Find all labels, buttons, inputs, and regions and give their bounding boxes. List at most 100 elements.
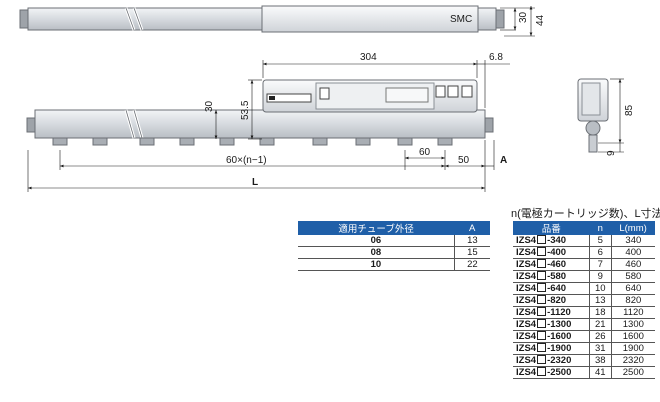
panel-indicator — [385, 87, 429, 103]
cartridge-count: 5 — [589, 235, 612, 247]
placeholder-box — [537, 319, 547, 328]
top-dims — [500, 6, 535, 37]
cartridge-count: 21 — [589, 318, 612, 331]
dim-A: A — [500, 155, 507, 166]
length-table-header-l: L(mm) — [611, 221, 655, 235]
part-number: IZS4-1600 — [513, 330, 590, 343]
length-value: 1300 — [611, 318, 655, 331]
part-number: IZS4-640 — [513, 282, 590, 295]
cartridge-count: 13 — [589, 294, 612, 307]
length-value: 460 — [611, 258, 655, 271]
tube-a: 15 — [454, 246, 490, 259]
length-value: 1900 — [611, 342, 655, 355]
length-value: 2320 — [611, 354, 655, 367]
connector-3 — [461, 85, 473, 98]
placeholder-box — [537, 367, 547, 376]
tube-diameter: 08 — [298, 246, 455, 259]
part-number: IZS4-820 — [513, 294, 590, 307]
placeholder-box — [537, 295, 547, 304]
dim-pitch-formula: 60×(n−1) — [226, 155, 267, 166]
length-value: 340 — [611, 235, 655, 247]
tube-a: 22 — [454, 258, 490, 271]
length-table-title: n(電極カートリッジ数)、L寸法 — [511, 208, 660, 220]
placeholder-box — [537, 283, 547, 292]
front-bar — [34, 109, 486, 139]
dim-85: 85 — [624, 104, 635, 116]
dim-L: L — [252, 177, 258, 188]
top-controller — [261, 5, 479, 33]
dim-60: 60 — [419, 147, 431, 158]
electrode-cartridge — [312, 137, 328, 146]
side-view — [577, 78, 609, 153]
electrode-cartridge — [179, 137, 195, 146]
connector-1 — [435, 85, 446, 98]
length-table-header-n: n — [589, 221, 612, 235]
length-value: 580 — [611, 270, 655, 283]
cartridge-count: 31 — [589, 342, 612, 355]
tube-diameter: 10 — [298, 258, 455, 271]
placeholder-box — [537, 331, 547, 340]
electrode-cartridge — [52, 137, 68, 146]
electrode-cartridge — [92, 137, 108, 146]
side-dims — [598, 78, 624, 153]
front-end-cap-left — [26, 117, 36, 133]
dim-53-5: 53.5 — [240, 100, 251, 120]
cartridge-count: 26 — [589, 330, 612, 343]
electrode-cartridge — [355, 137, 371, 146]
part-number: IZS4-340 — [513, 235, 590, 247]
placeholder-box — [537, 343, 547, 352]
top-logo: SMC — [450, 14, 472, 25]
electrode-cartridge — [397, 137, 413, 146]
top-view: SMC — [19, 5, 505, 33]
length-table-header-part: 品番 — [513, 221, 590, 235]
placeholder-box — [537, 271, 547, 280]
placeholder-box — [537, 355, 547, 364]
panel-button — [319, 87, 330, 100]
cartridge-count: 6 — [589, 246, 612, 259]
tube-table-header-diameter: 適用チューブ外径 — [298, 221, 455, 235]
electrode-cartridge — [259, 137, 275, 146]
part-number: IZS4-1120 — [513, 306, 590, 319]
dim-304: 304 — [360, 52, 377, 63]
length-value: 1600 — [611, 330, 655, 343]
dim-top-30: 30 — [518, 11, 529, 23]
cartridge-count: 18 — [589, 306, 612, 319]
connector-2 — [447, 85, 459, 98]
front-dims — [27, 60, 510, 192]
length-value: 400 — [611, 246, 655, 259]
electrode-cartridges — [52, 137, 453, 146]
dim-50: 50 — [458, 155, 470, 166]
part-number: IZS4-460 — [513, 258, 590, 271]
part-number: IZS4-2320 — [513, 354, 590, 367]
cartridge-count: 7 — [589, 258, 612, 271]
part-number: IZS4-580 — [513, 270, 590, 283]
tube-table-header-a: A — [454, 221, 490, 235]
cartridge-count: 10 — [589, 282, 612, 295]
cartridge-count: 9 — [589, 270, 612, 283]
dim-top-44: 44 — [535, 14, 546, 26]
electrode-cartridge — [437, 137, 453, 146]
part-number: IZS4-400 — [513, 246, 590, 259]
dim-6-8: 6.8 — [489, 52, 503, 63]
electrode-cartridge — [219, 137, 235, 146]
top-end-cap-right — [495, 9, 505, 29]
side-nozzle — [585, 120, 601, 136]
cartridge-count: 38 — [589, 354, 612, 367]
front-end-cap-right — [484, 117, 494, 133]
